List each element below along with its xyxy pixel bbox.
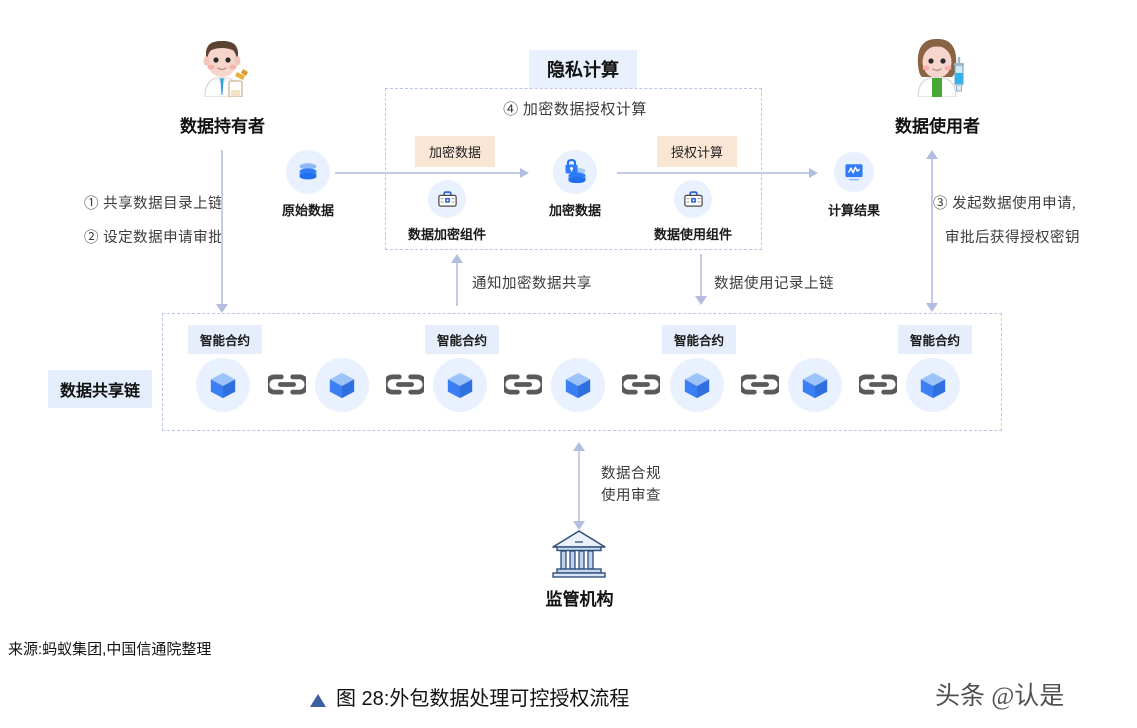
chain-block-3[interactable]: [433, 358, 487, 412]
usage-record-line: [700, 254, 702, 298]
encrypt-component-label: 数据加密组件: [407, 227, 486, 242]
holder-to-chain-arrow: [216, 304, 228, 313]
caption-triangle-icon: [310, 694, 326, 708]
right-step-line1: ③ 发起数据使用申请,: [933, 196, 1077, 212]
authorized-compute-tag-label: 授权计算: [657, 136, 738, 167]
figure-caption: 图 28:外包数据处理可控授权流程: [310, 682, 629, 711]
usage-component-label: 数据使用组件: [653, 227, 732, 242]
usage-record-arrow: [695, 296, 707, 305]
compute-result-bubble: [834, 152, 874, 192]
right-step-line2: 审批后获得授权密钥: [945, 230, 1080, 246]
user-to-chain-arrow-down: [926, 303, 938, 312]
locked-database-icon: [565, 158, 586, 184]
flow-arrow-right: [809, 168, 818, 178]
flow-line-left: [335, 172, 520, 174]
chain-link-icon: [264, 374, 310, 395]
chain-link-icon: [618, 374, 664, 395]
regulator-connector-line2: 使用审查: [601, 488, 661, 504]
notify-share-label: 通知加密数据共享: [472, 276, 592, 292]
regulator-arrow-down: [573, 521, 585, 530]
usage-record-label: 数据使用记录上链: [714, 276, 834, 292]
smart-contract-tag-2-label: 智能合约: [425, 325, 500, 354]
chain-link-6: [855, 374, 901, 400]
encrypted-data-tag-label: 加密数据: [415, 136, 496, 167]
cube-block-icon: [565, 372, 591, 399]
chain-link-icon: [500, 374, 546, 395]
regulator-avatar: [549, 528, 609, 580]
chain-block-4[interactable]: [551, 358, 605, 412]
chain-link-2: [382, 374, 428, 400]
data-share-chain-label: 数据共享链: [48, 370, 153, 408]
encrypted-data-bubble: [553, 150, 597, 194]
data-share-chain-zone: [162, 313, 1002, 431]
chain-block-1[interactable]: [196, 358, 250, 412]
cube-block-icon: [684, 372, 710, 399]
privacy-computing-title-tag: 隐私计算: [529, 50, 637, 88]
toolbox-icon: [683, 190, 703, 207]
usage-component-bubble: [674, 180, 712, 218]
holder-to-chain-line: [221, 150, 223, 306]
chain-link-1: [264, 374, 310, 400]
regulator-connector-line1: 数据合规: [601, 466, 661, 482]
smart-contract-tag-4: 智能合约: [898, 325, 973, 354]
privacy-step-label: ④ 加密数据授权计算: [503, 102, 647, 118]
data-holder-label: 数据持有者: [180, 117, 265, 136]
chain-block-7[interactable]: [906, 358, 960, 412]
flow-arrow-left: [520, 168, 529, 178]
figure-caption-text: 图 28:外包数据处理可控授权流程: [336, 688, 630, 710]
cube-block-icon: [447, 372, 473, 399]
authorized-compute-tag: 授权计算: [657, 136, 738, 167]
watermark: 头条 @认是: [935, 683, 1065, 710]
user-to-chain-arrow-up: [926, 150, 938, 159]
chain-link-3: [500, 374, 546, 400]
chain-link-icon: [382, 374, 428, 395]
regulator-line: [578, 450, 580, 522]
notify-share-line: [456, 262, 458, 306]
chain-block-5[interactable]: [670, 358, 724, 412]
smart-contract-tag-1-label: 智能合约: [188, 325, 263, 354]
chain-link-icon: [855, 374, 901, 395]
cube-block-icon: [802, 372, 828, 399]
flow-line-right: [617, 172, 809, 174]
data-share-chain-tag: 数据共享链: [48, 370, 153, 408]
left-step-2: ② 设定数据申请审批: [84, 230, 224, 246]
cube-block-icon: [210, 372, 236, 399]
smart-contract-tag-1: 智能合约: [188, 325, 263, 354]
smart-contract-tag-3-label: 智能合约: [662, 325, 737, 354]
user-to-chain-line: [931, 158, 933, 304]
raw-data-bubble: [286, 150, 330, 194]
encrypt-component-bubble: [428, 180, 466, 218]
chain-block-2[interactable]: [315, 358, 369, 412]
cube-block-icon: [329, 372, 355, 399]
chain-link-icon: [737, 374, 783, 395]
raw-data-label: 原始数据: [281, 203, 334, 218]
compute-result-label: 计算结果: [827, 203, 880, 218]
chain-link-5: [737, 374, 783, 400]
database-icon: [299, 163, 317, 180]
data-holder-avatar: [185, 35, 260, 98]
smart-contract-tag-3: 智能合约: [662, 325, 737, 354]
privacy-computing-zone: [385, 88, 762, 250]
female-scientist-icon: [917, 39, 964, 98]
privacy-computing-title: 隐私计算: [529, 50, 637, 88]
encrypted-data-tag: 加密数据: [415, 136, 496, 167]
smart-contract-tag-4-label: 智能合约: [898, 325, 973, 354]
chain-link-4: [618, 374, 664, 400]
regulator-arrow-up: [573, 442, 585, 451]
cube-block-icon: [920, 372, 946, 399]
smart-contract-tag-2: 智能合约: [425, 325, 500, 354]
bank-institution-icon: [552, 530, 606, 578]
data-user-avatar: [900, 35, 975, 98]
encrypted-data-label: 加密数据: [548, 203, 601, 218]
male-scientist-icon: [203, 41, 248, 98]
regulator-label: 监管机构: [545, 590, 614, 609]
chart-monitor-icon: [845, 164, 863, 181]
notify-share-arrow: [451, 254, 463, 263]
data-user-label: 数据使用者: [895, 117, 980, 136]
left-step-1: ① 共享数据目录上链: [84, 196, 224, 212]
chain-block-6[interactable]: [788, 358, 842, 412]
toolbox-icon: [437, 190, 457, 207]
source-text: 来源:蚂蚁集团,中国信通院整理: [8, 641, 212, 658]
